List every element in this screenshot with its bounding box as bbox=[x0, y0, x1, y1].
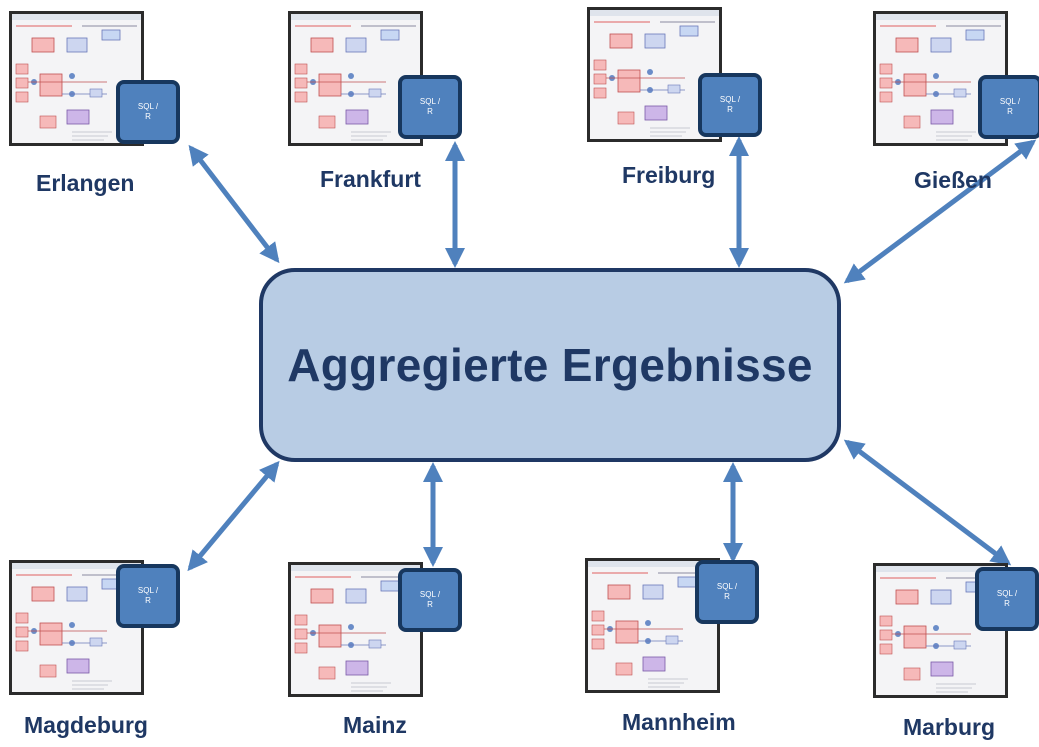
site-label-freiburg: Freiburg bbox=[622, 162, 716, 188]
arrow-giessen bbox=[843, 139, 1037, 284]
arrow-magdeburg bbox=[187, 460, 280, 572]
sql-r-database-icon: SQL /R bbox=[975, 567, 1039, 631]
site-label-frankfurt: Frankfurt bbox=[320, 166, 421, 192]
site-freiburg: SQL /R bbox=[587, 7, 762, 142]
site-erlangen: SQL /R bbox=[9, 11, 180, 146]
site-giessen: SQL /R bbox=[873, 11, 1039, 146]
site-mainz: SQL /R bbox=[288, 562, 462, 697]
site-label-marburg: Marburg bbox=[903, 714, 995, 740]
site-label-mannheim: Mannheim bbox=[622, 709, 736, 735]
sql-r-database-icon: SQL /R bbox=[116, 80, 180, 144]
aggregated-results-box: Aggregierte Ergebnisse bbox=[259, 268, 841, 462]
site-label-erlangen: Erlangen bbox=[36, 170, 135, 196]
sql-r-database-icon: SQL /R bbox=[398, 75, 462, 139]
sql-r-database-icon: SQL /R bbox=[978, 75, 1039, 139]
site-mannheim: SQL /R bbox=[585, 558, 759, 693]
sql-r-database-icon: SQL /R bbox=[698, 73, 762, 137]
site-label-magdeburg: Magdeburg bbox=[24, 712, 148, 738]
arrow-erlangen bbox=[188, 144, 280, 264]
arrow-marburg bbox=[843, 439, 1012, 566]
site-label-mainz: Mainz bbox=[343, 712, 407, 738]
site-label-giessen: Gießen bbox=[914, 167, 992, 193]
site-marburg: SQL /R bbox=[873, 563, 1039, 698]
sql-r-database-icon: SQL /R bbox=[398, 568, 462, 632]
hub-title: Aggregierte Ergebnisse bbox=[287, 339, 813, 391]
sql-r-database-icon: SQL /R bbox=[116, 564, 180, 628]
site-frankfurt: SQL /R bbox=[288, 11, 462, 146]
site-magdeburg: SQL /R bbox=[9, 560, 180, 695]
sql-r-database-icon: SQL /R bbox=[695, 560, 759, 624]
